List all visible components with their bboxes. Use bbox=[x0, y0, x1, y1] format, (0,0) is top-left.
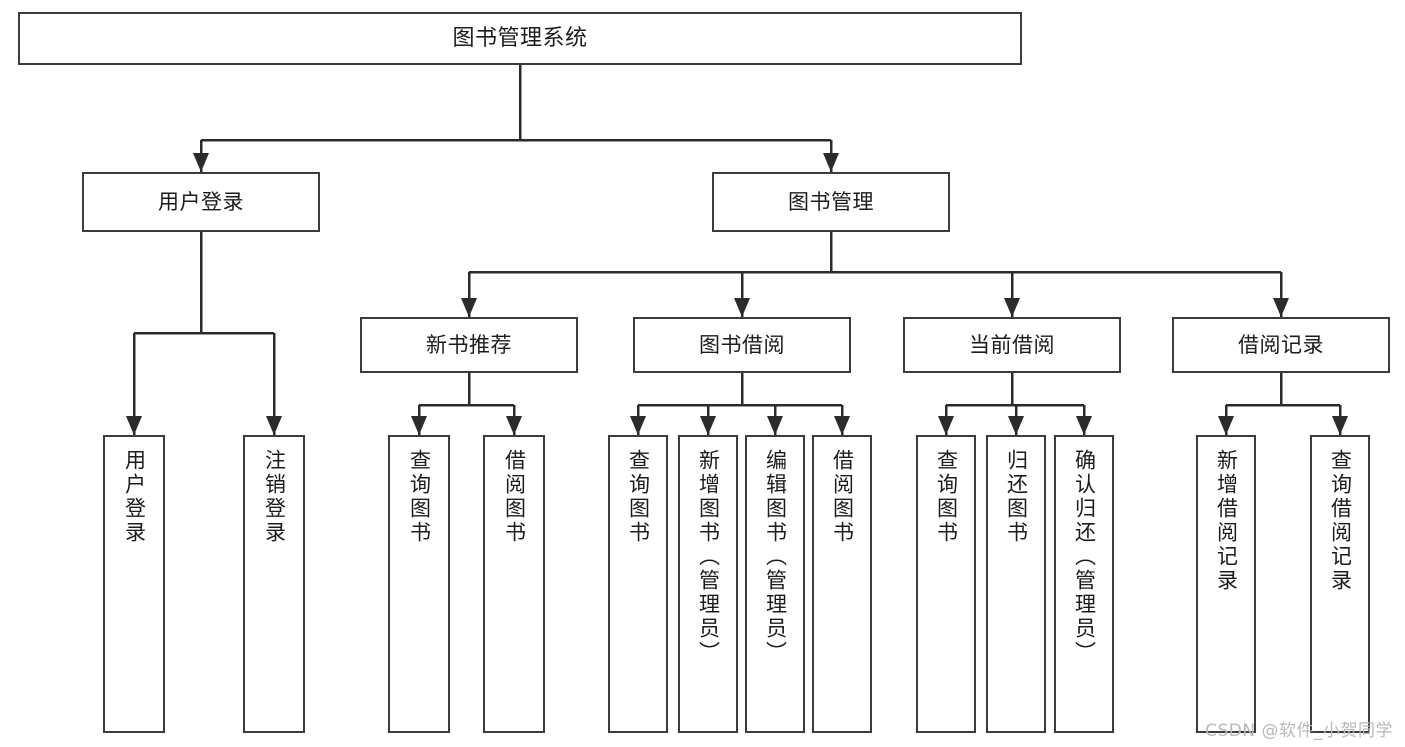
node-root[interactable]: 图书管理系统 bbox=[18, 12, 1022, 65]
node-label-newbook: 新书推荐 bbox=[426, 332, 512, 357]
node-label-root: 图书管理系统 bbox=[452, 25, 588, 51]
node-label-records: 借阅记录 bbox=[1238, 332, 1324, 357]
node-leaf-bw-add[interactable]: 新增图书（管理员） bbox=[678, 435, 738, 733]
node-label-leaf-user-login: 用户登录 bbox=[122, 449, 147, 545]
node-label-leaf-bw-add: 新增图书（管理员） bbox=[696, 449, 721, 665]
node-label-leaf-rec-add: 新增借阅记录 bbox=[1214, 449, 1239, 593]
watermark-label: CSDN @软件_小贺同学 bbox=[1205, 721, 1393, 741]
node-leaf-nb-borrow[interactable]: 借阅图书 bbox=[483, 435, 545, 733]
node-label-leaf-bw-edit: 编辑图书（管理员） bbox=[763, 449, 788, 665]
node-label-leaf-nb-borrow: 借阅图书 bbox=[502, 449, 527, 545]
node-records[interactable]: 借阅记录 bbox=[1172, 317, 1390, 373]
node-leaf-cur-query[interactable]: 查询图书 bbox=[916, 435, 976, 733]
node-leaf-nb-query[interactable]: 查询图书 bbox=[388, 435, 450, 733]
node-label-leaf-bw-query: 查询图书 bbox=[626, 449, 651, 545]
node-label-leaf-rec-query: 查询借阅记录 bbox=[1328, 449, 1353, 593]
node-label-current: 当前借阅 bbox=[969, 332, 1055, 357]
node-leaf-rec-query[interactable]: 查询借阅记录 bbox=[1310, 435, 1370, 733]
node-newbook[interactable]: 新书推荐 bbox=[360, 317, 578, 373]
node-leaf-bw-borrow[interactable]: 借阅图书 bbox=[812, 435, 872, 733]
node-label-bookmgmt: 图书管理 bbox=[788, 189, 874, 214]
node-label-leaf-user-logout: 注销登录 bbox=[262, 449, 287, 545]
node-leaf-cur-return[interactable]: 归还图书 bbox=[986, 435, 1046, 733]
node-bookmgmt[interactable]: 图书管理 bbox=[712, 172, 950, 232]
node-label-leaf-bw-borrow: 借阅图书 bbox=[830, 449, 855, 545]
node-borrow[interactable]: 图书借阅 bbox=[633, 317, 851, 373]
node-leaf-rec-add[interactable]: 新增借阅记录 bbox=[1196, 435, 1256, 733]
node-login[interactable]: 用户登录 bbox=[82, 172, 320, 232]
node-label-leaf-cur-return: 归还图书 bbox=[1004, 449, 1029, 545]
node-leaf-cur-confirm[interactable]: 确认归还（管理员） bbox=[1054, 435, 1114, 733]
node-label-leaf-cur-query: 查询图书 bbox=[934, 449, 959, 545]
node-leaf-user-logout[interactable]: 注销登录 bbox=[243, 435, 305, 733]
node-label-leaf-nb-query: 查询图书 bbox=[407, 449, 432, 545]
node-leaf-bw-query[interactable]: 查询图书 bbox=[608, 435, 668, 733]
node-label-borrow: 图书借阅 bbox=[699, 332, 785, 357]
node-current[interactable]: 当前借阅 bbox=[903, 317, 1121, 373]
node-leaf-user-login[interactable]: 用户登录 bbox=[103, 435, 165, 733]
node-leaf-bw-edit[interactable]: 编辑图书（管理员） bbox=[745, 435, 805, 733]
node-label-login: 用户登录 bbox=[158, 189, 244, 214]
node-label-leaf-cur-confirm: 确认归还（管理员） bbox=[1072, 449, 1097, 665]
